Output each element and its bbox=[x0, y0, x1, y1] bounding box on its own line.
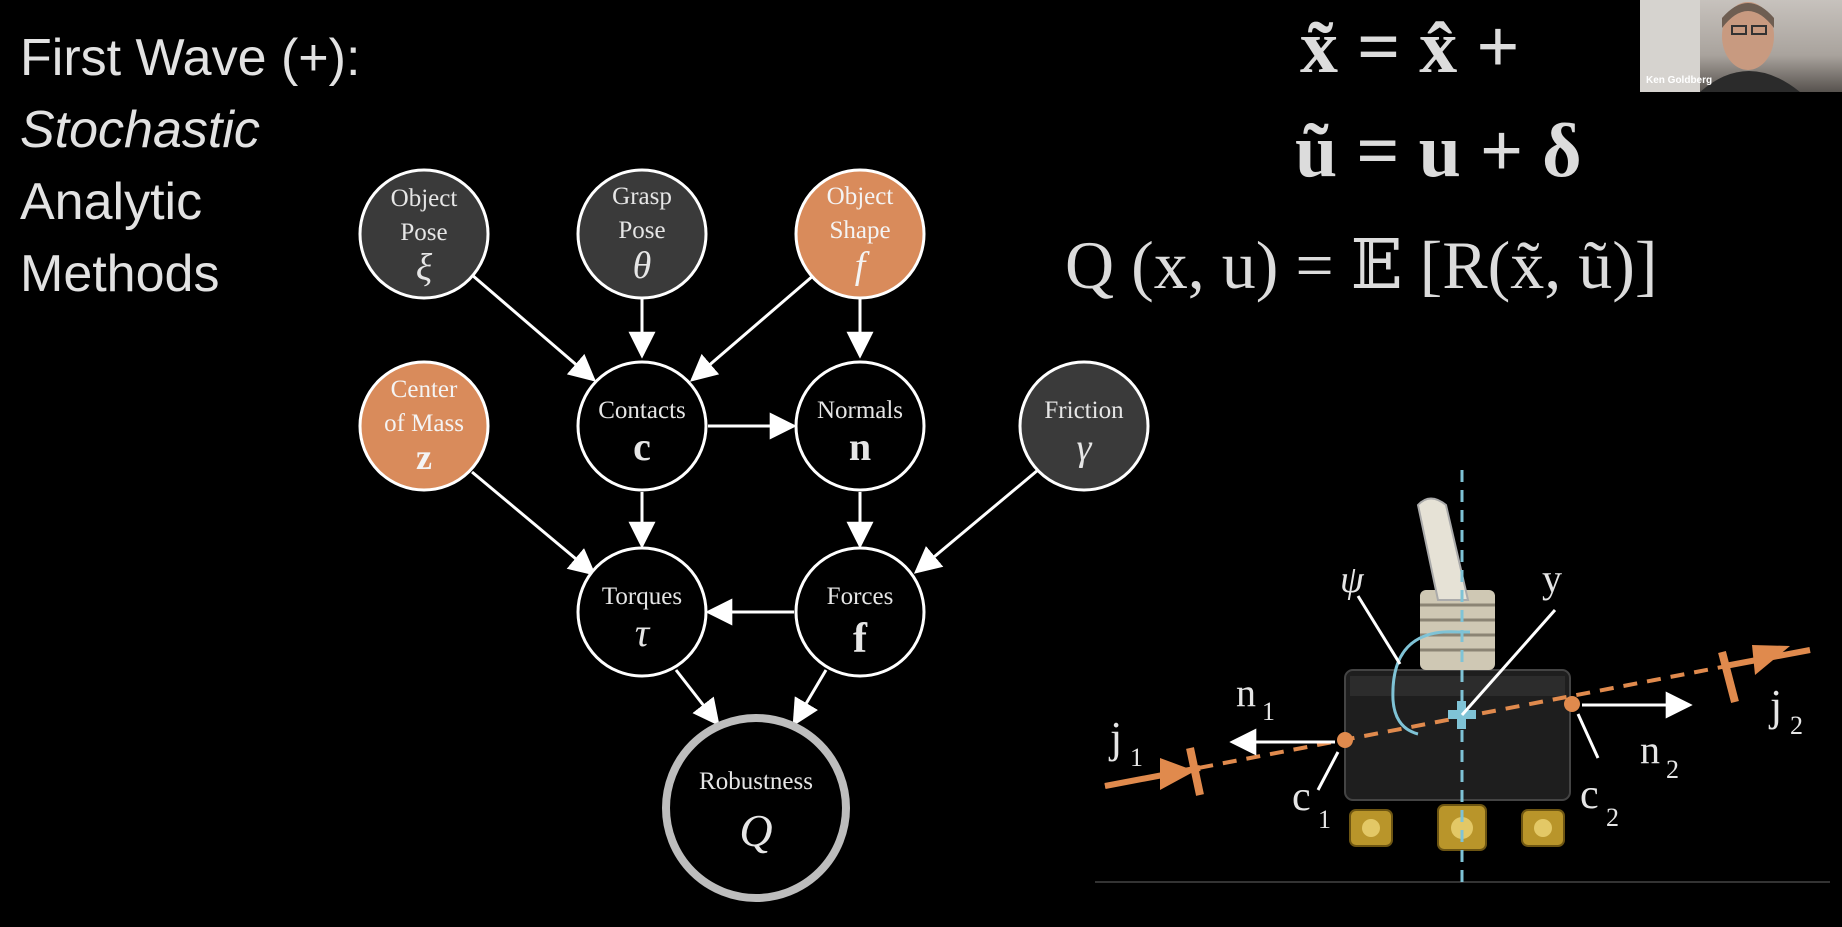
node-grasp-pose: Grasp Pose θ bbox=[576, 168, 708, 300]
webcam-person-image bbox=[1640, 0, 1800, 92]
node-object-pose-label1: Object bbox=[391, 185, 458, 212]
switch-bushing bbox=[1420, 590, 1495, 670]
node-grasp-pose-label1: Grasp bbox=[612, 183, 672, 210]
node-normals-symbol: n bbox=[849, 424, 871, 469]
node-object-shape: Object Shape f bbox=[794, 168, 926, 300]
node-torques: Torques τ bbox=[576, 546, 708, 678]
node-object-pose-symbol: ξ bbox=[416, 247, 433, 289]
edge-torques-robustness bbox=[674, 669, 720, 727]
node-object-pose-label2: Pose bbox=[400, 219, 447, 246]
graph-edges bbox=[471, 273, 1039, 727]
node-contacts-symbol: c bbox=[633, 424, 651, 469]
node-forces-label: Forces bbox=[827, 583, 894, 610]
n1-sub: 1 bbox=[1262, 697, 1275, 726]
node-contacts: Contacts c bbox=[576, 360, 708, 492]
edge-forces-robustness bbox=[792, 669, 828, 727]
heading-line-4: Methods bbox=[20, 245, 220, 303]
j2-label: j bbox=[1768, 681, 1782, 730]
n2-label: n bbox=[1640, 727, 1660, 772]
node-grasp-pose-symbol: θ bbox=[633, 245, 652, 287]
j1-sub: 1 bbox=[1130, 743, 1143, 772]
node-robustness-symbol: Q bbox=[739, 805, 772, 856]
node-forces: Forces f bbox=[794, 546, 926, 678]
node-friction-symbol: γ bbox=[1077, 427, 1093, 469]
n2-sub: 2 bbox=[1666, 755, 1679, 784]
c2-sub: 2 bbox=[1606, 803, 1619, 832]
node-center-of-mass-symbol: z bbox=[416, 437, 432, 477]
contact-point-1 bbox=[1337, 732, 1353, 748]
heading-line-2: Stochastic bbox=[20, 101, 260, 159]
y-axis-line bbox=[1460, 609, 1557, 716]
node-object-shape-label2: Shape bbox=[829, 217, 890, 244]
equation-u-tilde: ũ = u + δ bbox=[1295, 109, 1582, 193]
equation-robustness: Q (x, u) = 𝔼 [R(x̃, ũ)] bbox=[1065, 227, 1658, 303]
node-normals-label: Normals bbox=[817, 397, 903, 424]
node-object-shape-label1: Object bbox=[827, 183, 894, 210]
j1-label: j bbox=[1108, 713, 1122, 762]
node-center-of-mass: Center of Mass z bbox=[358, 360, 490, 492]
n1-label: n bbox=[1236, 670, 1256, 715]
node-contacts-label: Contacts bbox=[598, 397, 686, 424]
node-object-pose: Object Pose ξ bbox=[358, 168, 490, 300]
psi-label: ψ bbox=[1340, 559, 1365, 601]
c1-label: c bbox=[1292, 774, 1311, 820]
node-grasp-pose-label2: Pose bbox=[618, 217, 665, 244]
webcam-thumbnail: Ken Goldberg bbox=[1640, 0, 1842, 92]
slide-heading: First Wave (+): Stochastic Analytic Meth… bbox=[20, 22, 360, 310]
node-forces-symbol: f bbox=[853, 616, 868, 662]
node-center-of-mass-label2: of Mass bbox=[384, 410, 464, 437]
heading-line-3: Analytic bbox=[20, 173, 203, 231]
c1-sub: 1 bbox=[1318, 805, 1331, 834]
node-torques-label: Torques bbox=[602, 583, 682, 610]
node-friction-label: Friction bbox=[1044, 397, 1124, 424]
c2-label: c bbox=[1580, 772, 1599, 818]
edge-center-of-mass-torques bbox=[471, 470, 597, 576]
switch-lever bbox=[1416, 497, 1470, 601]
jaw-2-marker bbox=[1752, 645, 1790, 675]
psi-angle-arc bbox=[1391, 630, 1459, 736]
toggle-switch-figure: ψ y n 1 n 2 j 1 j 2 c 1 c 2 bbox=[1095, 470, 1830, 885]
node-robustness: Robustness Q bbox=[662, 714, 850, 902]
node-torques-symbol: τ bbox=[635, 610, 651, 655]
jaw-1-marker bbox=[1160, 758, 1195, 790]
node-normals: Normals n bbox=[794, 360, 926, 492]
equation-x-tilde: x̃ = x̂ + bbox=[1300, 5, 1520, 89]
edge-friction-forces bbox=[913, 468, 1039, 574]
node-friction: Friction γ bbox=[1018, 360, 1150, 492]
node-center-of-mass-label1: Center bbox=[391, 376, 458, 403]
node-robustness-label: Robustness bbox=[699, 768, 813, 795]
edge-object-shape-contacts bbox=[689, 273, 815, 382]
j2-sub: 2 bbox=[1790, 711, 1803, 740]
webcam-name-label: Ken Goldberg bbox=[1646, 75, 1713, 86]
contact-point-2 bbox=[1564, 696, 1580, 712]
edge-object-pose-contacts bbox=[471, 273, 597, 382]
y-label: y bbox=[1542, 556, 1562, 601]
heading-line-1: First Wave (+): bbox=[20, 29, 361, 87]
